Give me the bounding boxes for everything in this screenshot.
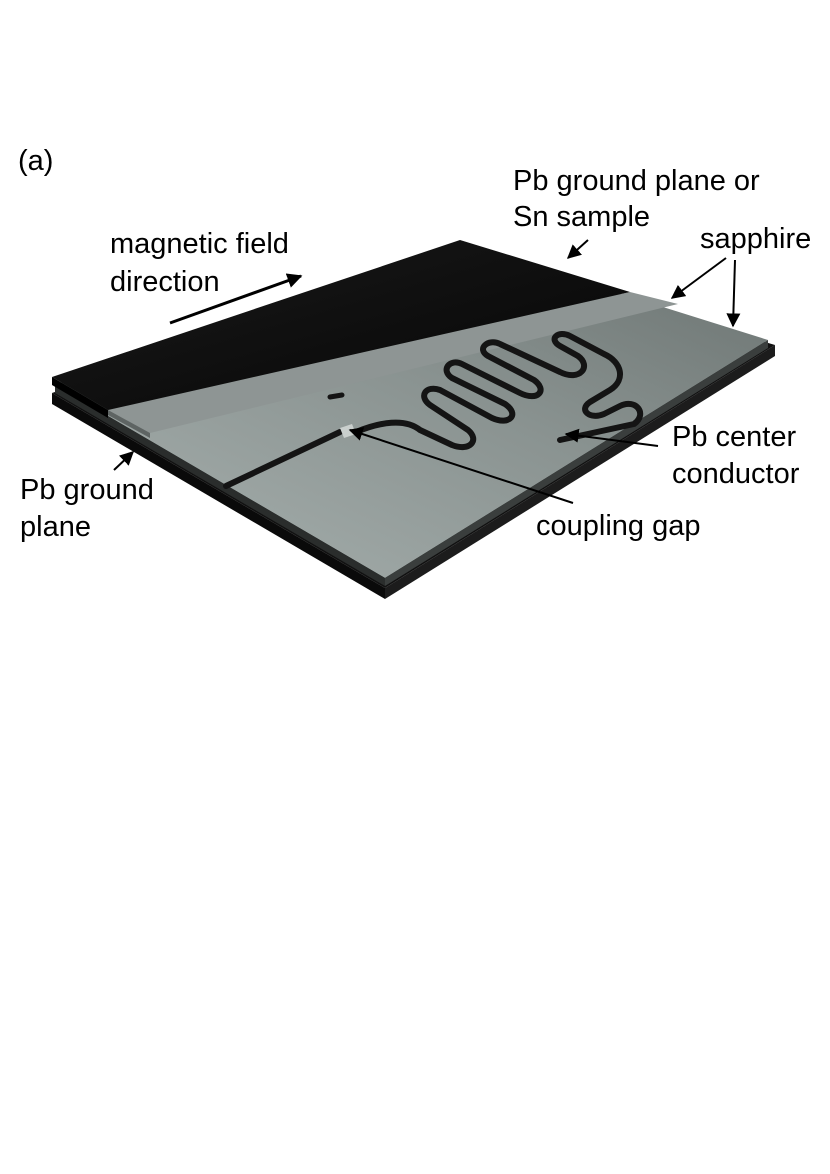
coupling-gap-arrow: [348, 427, 574, 504]
panel-label: (a): [18, 145, 53, 177]
center-conductor-stub: [327, 392, 345, 400]
pb-center-arrow: [564, 428, 659, 447]
magnetic-field-arrow: [169, 273, 303, 325]
pb-ground-top-arrow: [566, 239, 589, 259]
pb-ground-bottom-label-line2: plane: [20, 511, 91, 543]
coupling-gap-label: coupling gap: [536, 510, 700, 542]
center-conductor-meander: [353, 331, 643, 451]
pb-center-label-line1: Pb center: [672, 421, 796, 453]
magnetic-field-label-line2: direction: [110, 266, 220, 298]
top-ground-plane: [52, 240, 630, 418]
sapphire-arrow-2: [726, 259, 741, 328]
magnetic-field-label-line1: magnetic field: [110, 228, 289, 260]
pb-center-label-line2: conductor: [672, 458, 800, 490]
pb-ground-bottom-arrow: [113, 451, 135, 471]
sapphire-label: sapphire: [700, 223, 811, 255]
sapphire-arrow-1: [670, 257, 727, 299]
pb-ground-top-label-line2: Sn sample: [513, 201, 650, 233]
pb-ground-bottom-label-line1: Pb ground: [20, 474, 154, 506]
sapphire-top-layer: [108, 292, 678, 438]
pb-ground-top-label-line1: Pb ground plane or: [513, 165, 760, 197]
